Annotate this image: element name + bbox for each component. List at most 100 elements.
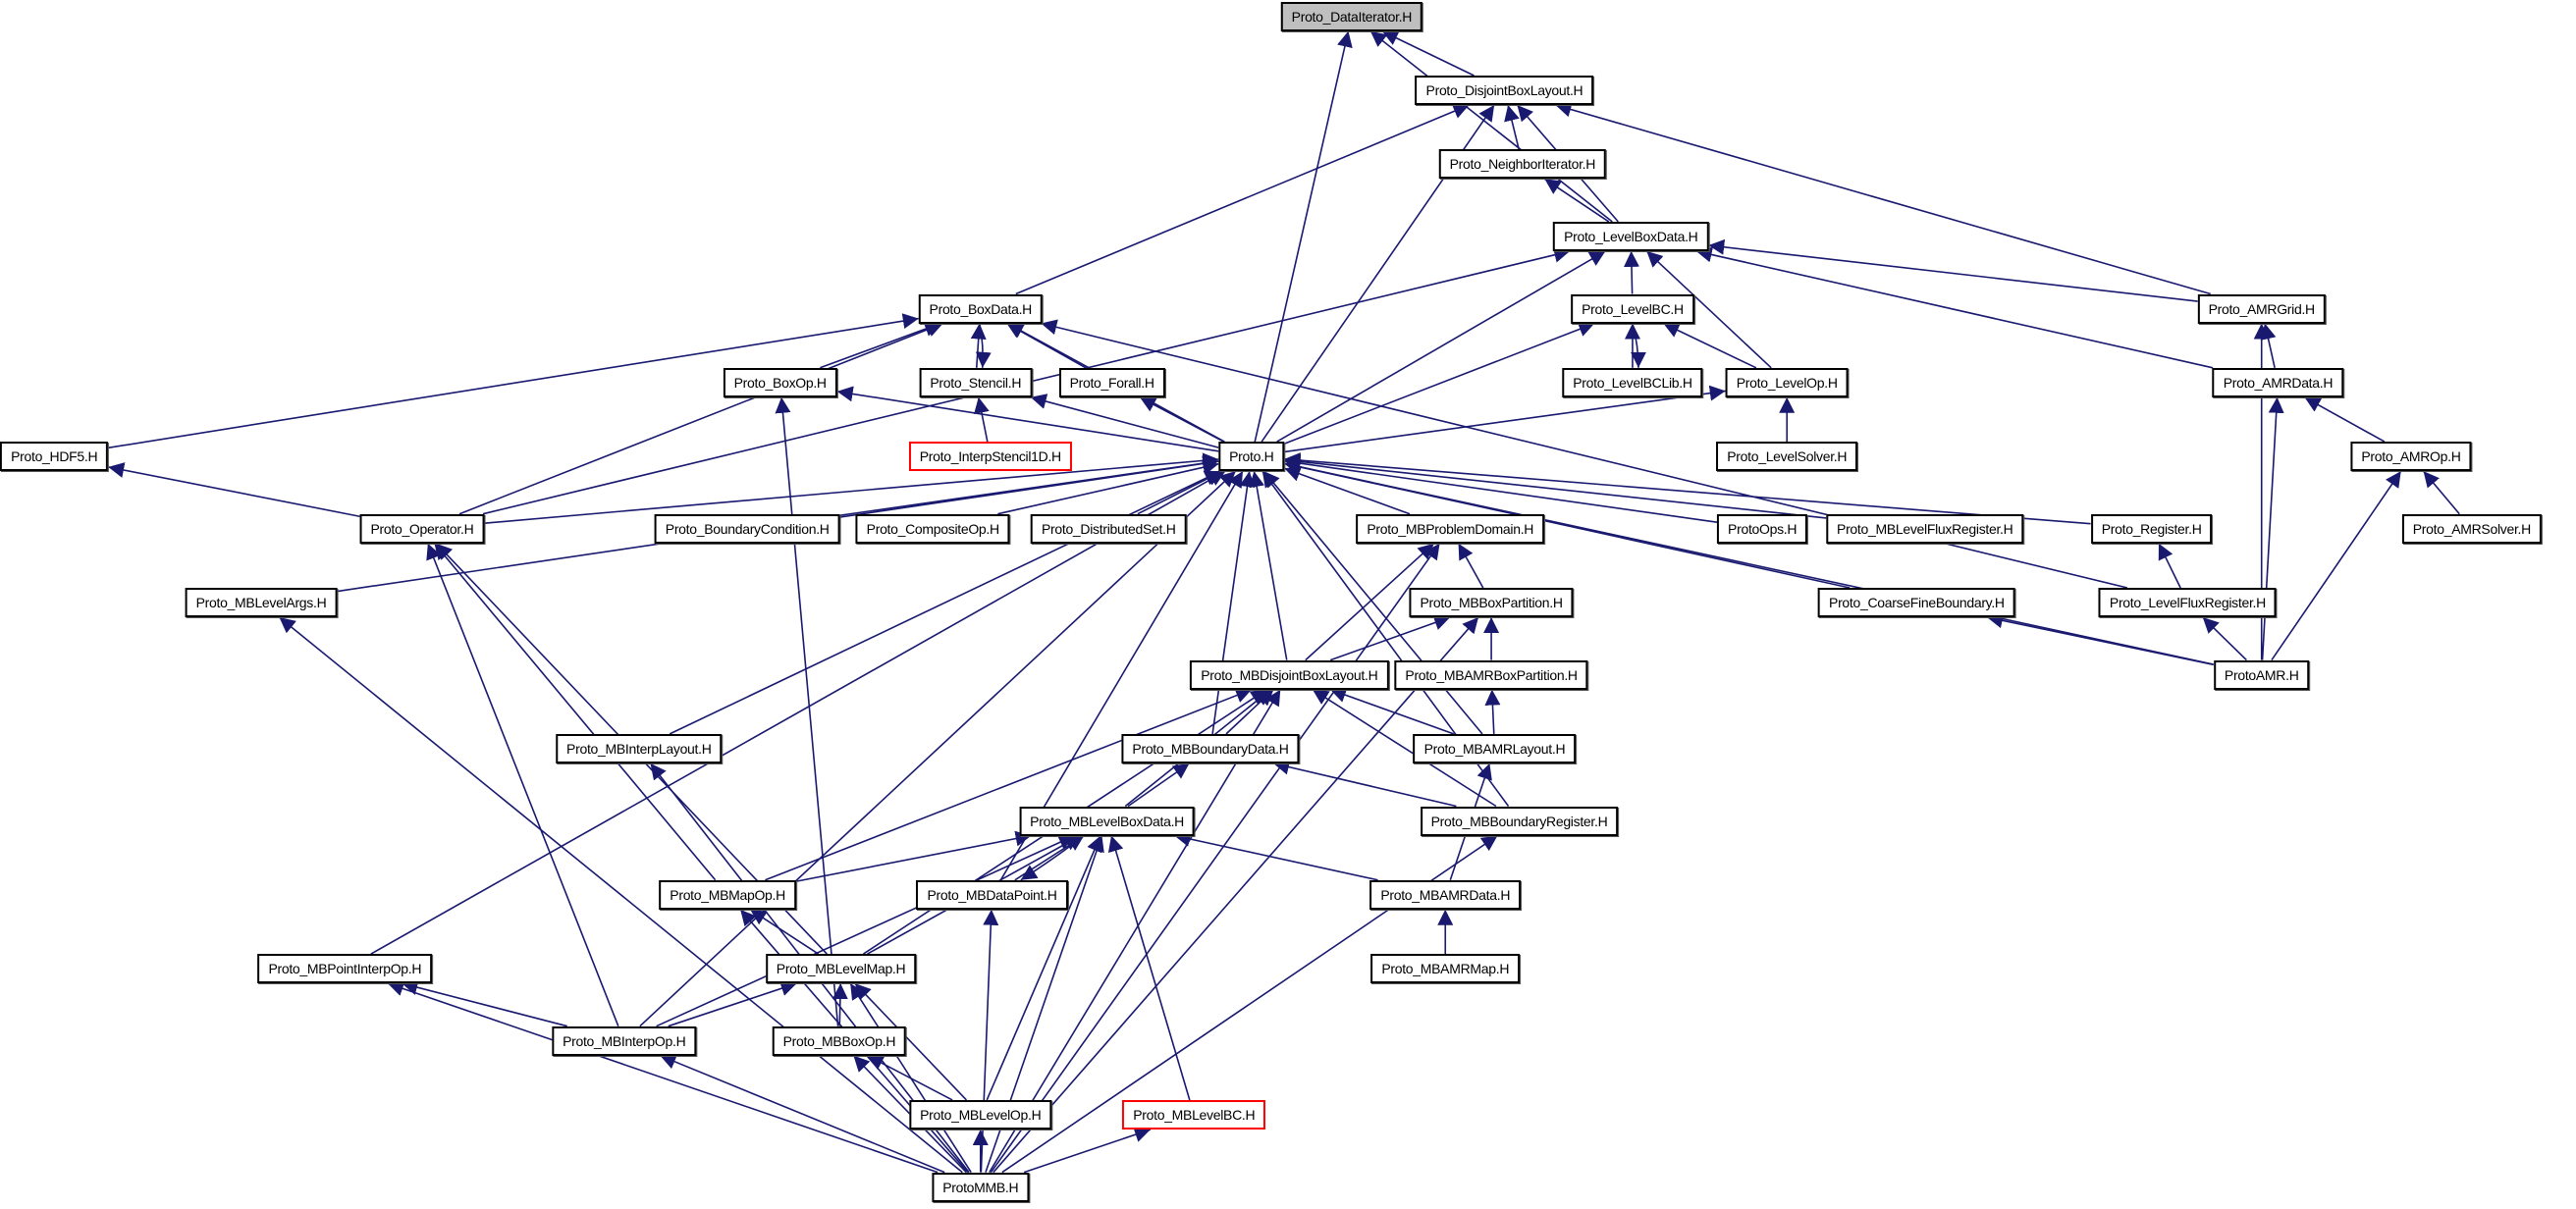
- node-mbdata-point[interactable]: Proto_MBDataPoint.H: [916, 879, 1068, 910]
- node-proto-mmb[interactable]: ProtoMMB.H: [932, 1172, 1030, 1202]
- node-box-data[interactable]: Proto_BoxData.H: [918, 293, 1043, 324]
- node-operator[interactable]: Proto_Operator.H: [359, 513, 485, 544]
- node-mbmap-op[interactable]: Proto_MBMapOp.H: [659, 879, 796, 910]
- edge-DataIterator-to-Proto: [1254, 30, 1353, 443]
- edge-DisjointBoxLayout-to-BoxData: [1015, 103, 1470, 295]
- node-level-flux-register[interactable]: Proto_LevelFluxRegister.H: [2098, 587, 2277, 617]
- edge-MBDisjointBoxLayout-to-MBAMRLayout: [1329, 687, 1455, 735]
- edge-Operator-to-MBMapOp: [433, 543, 717, 881]
- edge-Stencil-to-BoxData: [975, 323, 992, 368]
- edge-Register-to-LevelFluxRegister: [2158, 543, 2181, 589]
- node-box-op[interactable]: Proto_BoxOp.H: [723, 367, 837, 397]
- edge-MBProblemDomain-to-MBBoxPartition: [1457, 543, 1484, 589]
- edge-LevelBoxData-to-LevelBC: [1623, 250, 1639, 294]
- edge-AMROp-to-ProtoAMR: [2271, 470, 2402, 661]
- node-register[interactable]: Proto_Register.H: [2090, 513, 2213, 544]
- node-proto[interactable]: Proto.H: [1218, 442, 1285, 472]
- edge-AMRData-to-AMROp: [2304, 396, 2386, 443]
- edge-LevelBoxData-to-AMRGrid: [1708, 238, 2198, 302]
- edge-Stencil-to-InterpStencil1D: [974, 396, 990, 443]
- edge-MBProblemDomain-to-MBDisjointBoxLayout: [1305, 543, 1435, 661]
- edge-MBLevelMap-to-MBLevelOp: [854, 982, 968, 1101]
- node-stencil[interactable]: Proto_Stencil.H: [919, 367, 1033, 397]
- node-mbinterp-layout[interactable]: Proto_MBInterpLayout.H: [556, 733, 723, 763]
- edge-Proto-to-MBAMRLayout: [1262, 470, 1483, 735]
- edge-MBLevelMap-to-MBInterpOp: [668, 980, 797, 1027]
- node-disjoint-box-layout[interactable]: Proto_DisjointBoxLayout.H: [1415, 76, 1594, 105]
- edge-MBAMRBoxPartition-to-MBAMRLayout: [1484, 689, 1501, 734]
- edge-CoarseFineBoundary-to-ProtoAMR: [1986, 612, 2214, 666]
- node-composite-op[interactable]: Proto_CompositeOp.H: [855, 513, 1010, 544]
- node-mblevel-map[interactable]: Proto_MBLevelMap.H: [765, 954, 917, 984]
- node-mblevel-args[interactable]: Proto_MBLevelArgs.H: [185, 587, 338, 617]
- node-amrsolver[interactable]: Proto_AMRSolver.H: [2401, 513, 2542, 544]
- edge-LevelBC-to-LevelOp: [1662, 322, 1757, 369]
- node-mbbox-partition[interactable]: Proto_MBBoxPartition.H: [1409, 587, 1574, 617]
- edge-Proto-to-MBBoundaryData: [1211, 470, 1256, 734]
- edge-LevelBC-to-Proto: [1284, 321, 1595, 445]
- node-level-bc[interactable]: Proto_LevelBC.H: [1571, 293, 1694, 324]
- edge-AMRData-to-ProtoAMR: [2261, 396, 2284, 660]
- node-interp-stencil1d[interactable]: Proto_InterpStencil1D.H: [908, 442, 1072, 472]
- node-hdf5[interactable]: Proto_HDF5.H: [0, 442, 109, 472]
- node-mbinterp-op[interactable]: Proto_MBInterpOp.H: [552, 1025, 697, 1056]
- edge-LevelOp-to-Proto: [1284, 385, 1726, 453]
- edge-MBPointInterpOp-to-ProtoMMB: [387, 980, 939, 1174]
- edge-LevelBCLib-to-LevelBC: [1630, 323, 1646, 368]
- edge-MBLevelBC-to-ProtoMMB: [1023, 1127, 1152, 1174]
- node-level-box-data[interactable]: Proto_LevelBoxData.H: [1553, 221, 1709, 251]
- node-mblevel-bc[interactable]: Proto_MBLevelBC.H: [1122, 1099, 1266, 1130]
- edge-Stencil-to-Proto: [1030, 394, 1219, 448]
- node-mbboundary-register[interactable]: Proto_MBBoundaryRegister.H: [1420, 806, 1619, 836]
- node-neighbor-iterator[interactable]: Proto_NeighborIterator.H: [1438, 149, 1607, 180]
- node-mbpoint-interp-op[interactable]: Proto_MBPointInterpOp.H: [257, 954, 433, 984]
- edge-MBLevelArgs-to-ProtoMMB: [278, 616, 963, 1174]
- node-mbbox-op[interactable]: Proto_MBBoxOp.H: [772, 1025, 907, 1056]
- node-level-bclib[interactable]: Proto_LevelBCLib.H: [1562, 367, 1703, 397]
- edge-MBLevelBoxData-to-MBLevelOp: [986, 835, 1102, 1101]
- node-proto-ops[interactable]: ProtoOps.H: [1717, 513, 1808, 544]
- node-mbamrlayout[interactable]: Proto_MBAMRLayout.H: [1413, 733, 1577, 763]
- node-data-iterator[interactable]: Proto_DataIterator.H: [1280, 1, 1423, 31]
- node-mbboundary-data[interactable]: Proto_MBBoundaryData.H: [1121, 733, 1300, 763]
- edge-Proto-to-ProtoOps: [1284, 455, 1718, 523]
- edge-MBLevelBoxData-to-MBLevelBC: [1107, 835, 1191, 1101]
- edge-Proto-to-MBLevelFluxRegister: [1284, 453, 1827, 519]
- node-mblevel-op[interactable]: Proto_MBLevelOp.H: [909, 1099, 1052, 1130]
- edge-LevelBoxData-to-LevelOp: [1645, 250, 1772, 369]
- node-mblevel-flux-register[interactable]: Proto_MBLevelFluxRegister.H: [1826, 513, 2024, 544]
- edge-DataIterator-to-LevelBoxData: [1369, 30, 1613, 223]
- node-proto-amr[interactable]: ProtoAMR.H: [2213, 659, 2310, 690]
- node-mbamrdata[interactable]: Proto_MBAMRData.H: [1369, 879, 1522, 910]
- node-forall[interactable]: Proto_Forall.H: [1058, 367, 1165, 397]
- edge-Forall-to-Proto: [1139, 396, 1224, 443]
- edge-MBBoxOp-to-MBLevelOp: [867, 1054, 953, 1101]
- edge-HDF5-to-Operator: [108, 462, 360, 518]
- edge-BoxData-to-BoxOp: [820, 321, 941, 369]
- edge-DisjointBoxLayout-to-AMRGrid: [1555, 101, 2211, 295]
- edge-MBDataPoint-to-ProtoMMB: [980, 909, 999, 1173]
- node-level-solver[interactable]: Proto_LevelSolver.H: [1716, 442, 1858, 472]
- edge-LevelBoxData-to-AMRData: [1695, 246, 2214, 369]
- node-mbdisjoint-box-layout[interactable]: Proto_MBDisjointBoxLayout.H: [1190, 659, 1389, 690]
- node-level-op[interactable]: Proto_LevelOp.H: [1725, 367, 1849, 397]
- edge-Proto-to-ProtoAMR: [1284, 458, 2214, 665]
- node-boundary-condition[interactable]: Proto_BoundaryCondition.H: [654, 513, 840, 544]
- node-mbamrmap[interactable]: Proto_MBAMRMap.H: [1370, 954, 1521, 984]
- node-coarse-fine-boundary[interactable]: Proto_CoarseFineBoundary.H: [1818, 587, 2015, 617]
- edge-MBLevelBoxData-to-MBAMRData: [1174, 831, 1378, 881]
- node-distributed-set[interactable]: Proto_DistributedSet.H: [1030, 513, 1187, 544]
- edge-AMROp-to-AMRSolver: [2422, 470, 2460, 515]
- node-mbproblem-domain[interactable]: Proto_MBProblemDomain.H: [1356, 513, 1545, 544]
- node-mblevel-box-data[interactable]: Proto_MBLevelBoxData.H: [1019, 806, 1196, 836]
- edge-MBProblemDomain-to-ProtoMMB: [990, 543, 1441, 1174]
- edge-MBInterpOp-to-ProtoMMB: [660, 1054, 945, 1174]
- edge-Proto-to-MBInterpLayout: [669, 470, 1221, 735]
- node-amrop[interactable]: Proto_AMROp.H: [2350, 442, 2472, 472]
- node-amrgrid[interactable]: Proto_AMRGrid.H: [2197, 293, 2326, 324]
- node-mbamrbox-partition[interactable]: Proto_MBAMRBoxPartition.H: [1394, 659, 1588, 690]
- edge-LevelFluxRegister-to-ProtoAMR: [2202, 616, 2247, 661]
- edge-BoxData-to-HDF5: [108, 313, 919, 449]
- node-amrdata[interactable]: Proto_AMRData.H: [2212, 367, 2344, 397]
